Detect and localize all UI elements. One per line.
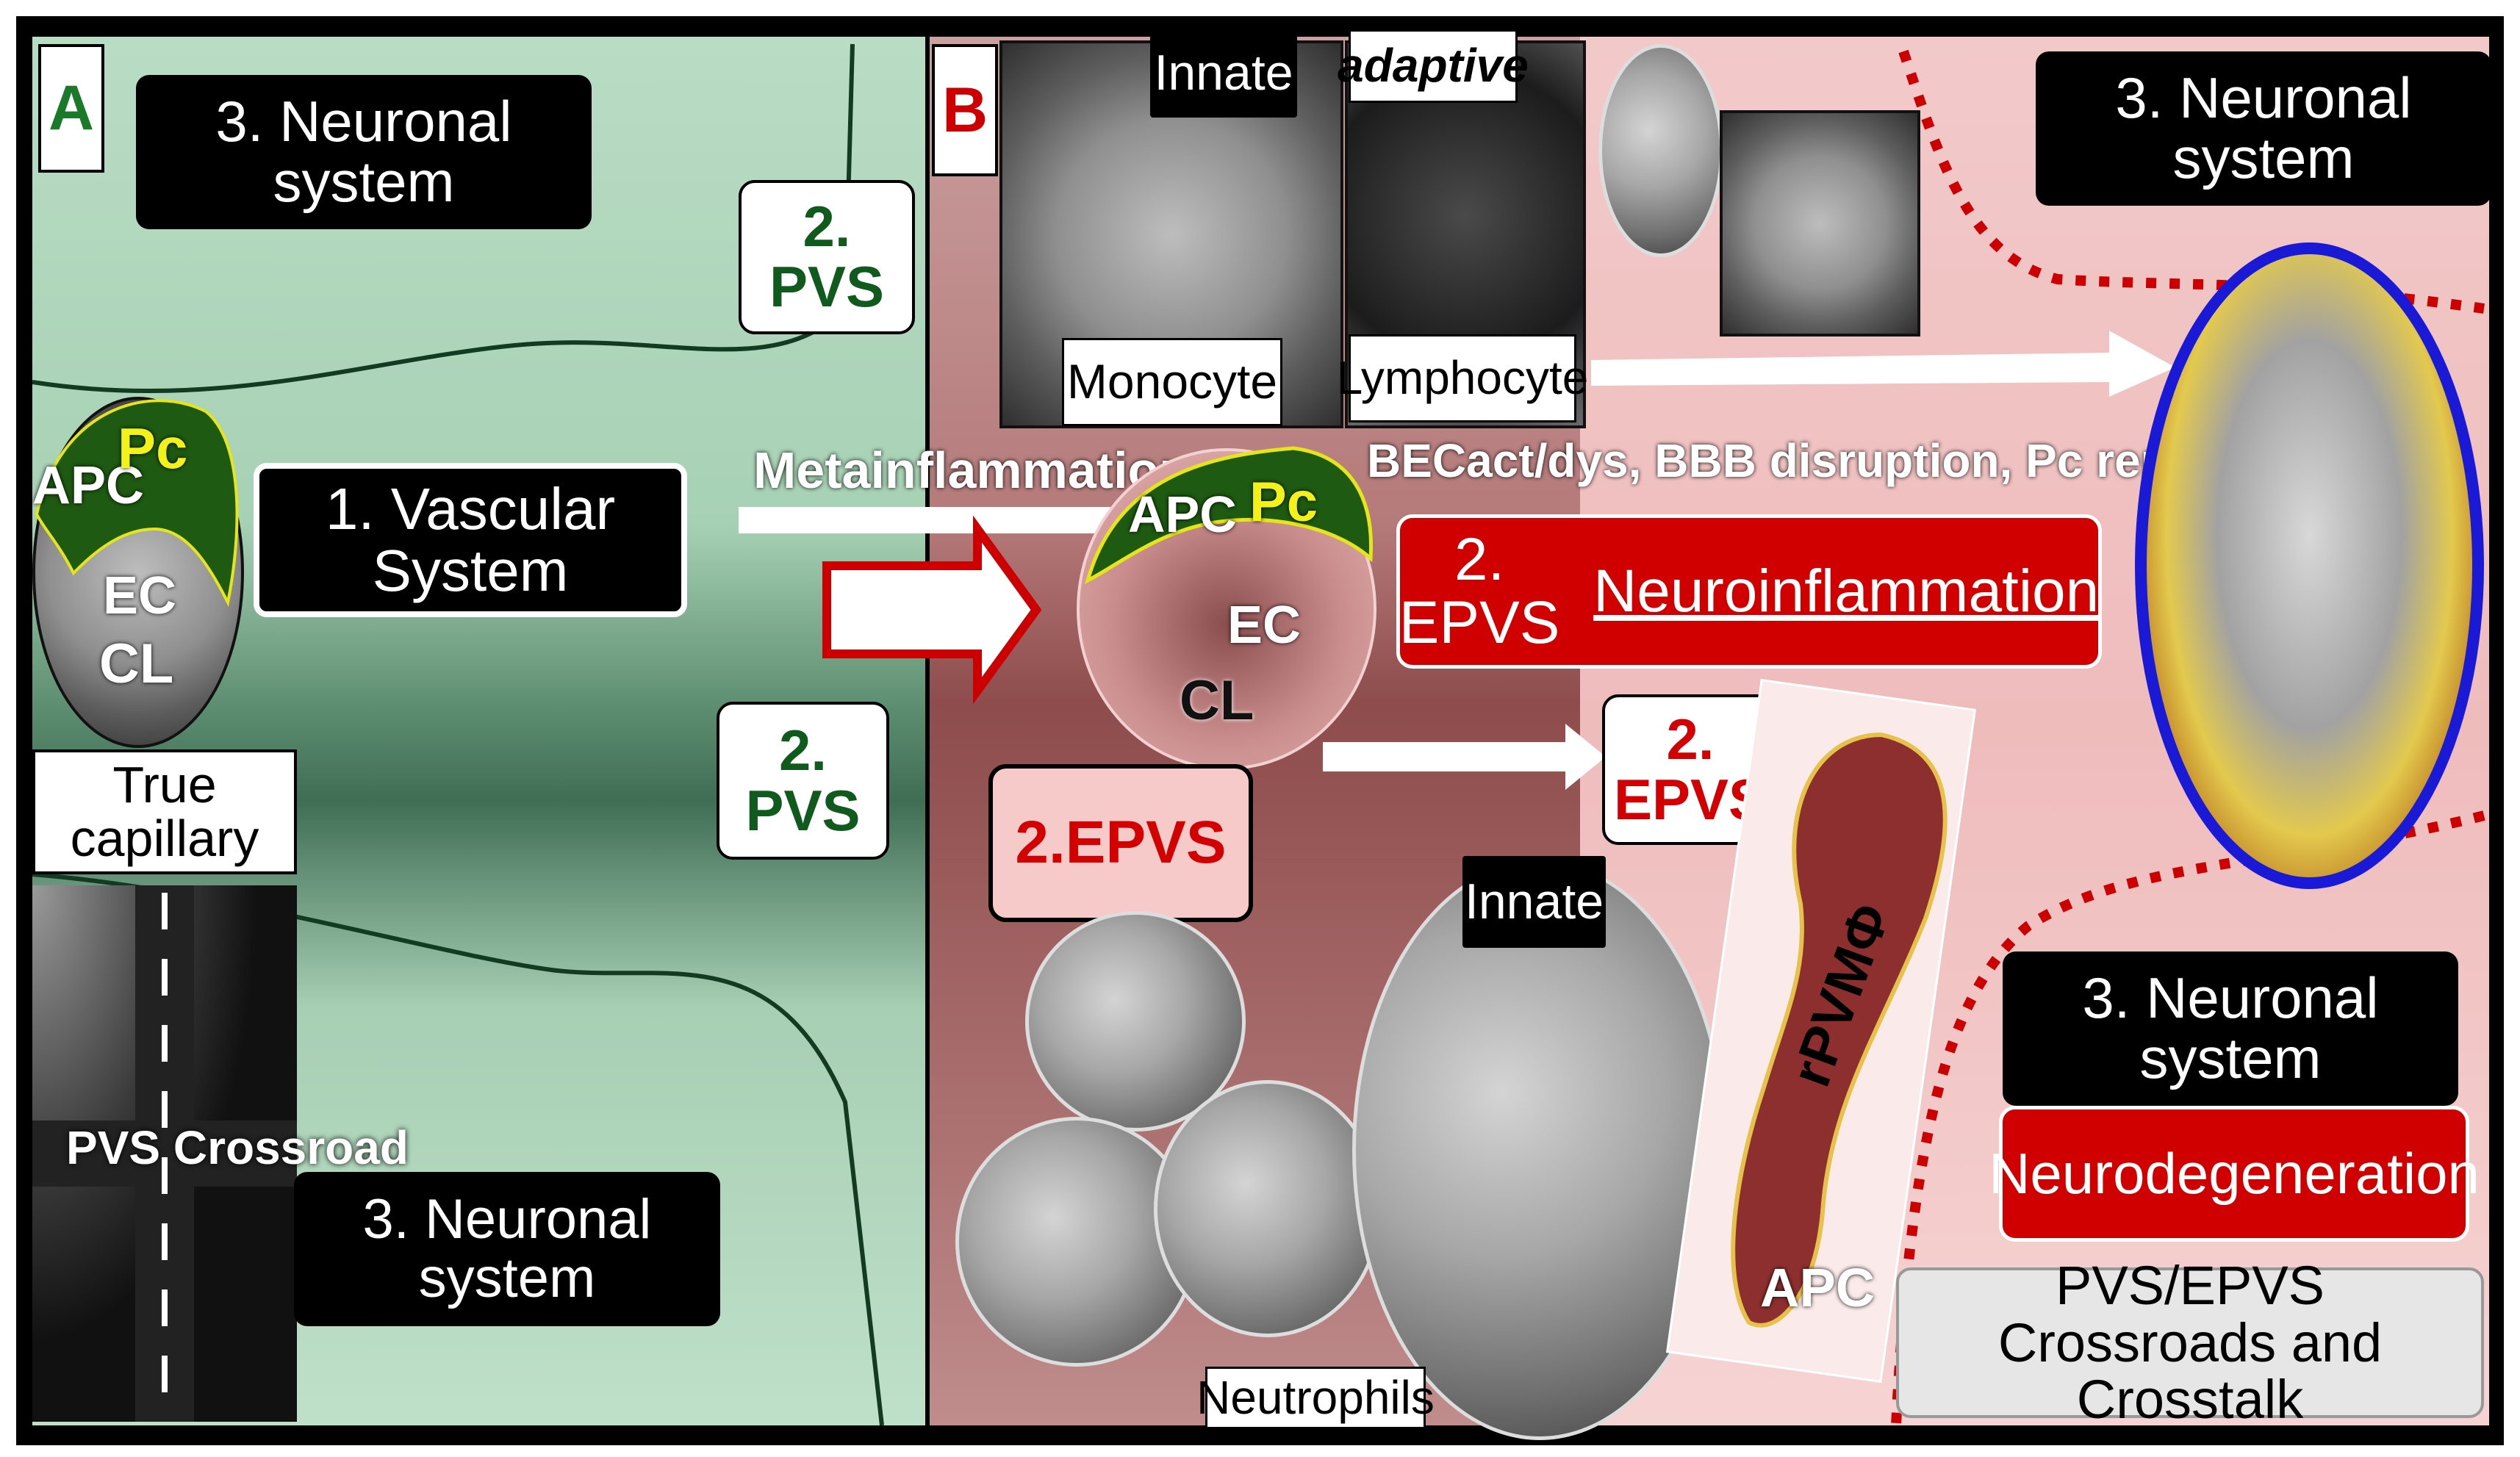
- panel-b-letter: B: [932, 44, 998, 176]
- panel-a-neuronal-system-top: 3. Neuronal system: [136, 75, 592, 229]
- adaptive-label: adaptive: [1338, 29, 1529, 103]
- capillary-a-pc-label: Pc: [118, 416, 188, 481]
- apc-bottom-label: APC: [1760, 1257, 1875, 1318]
- monocyte-label: Monocyte: [1062, 338, 1282, 426]
- capillary-a-apc-label: APC: [32, 456, 145, 515]
- panel-b-neuronal-system-bottom: 3. Neuronal system: [2003, 951, 2458, 1106]
- capillary-b-pc-label: Pc: [1249, 471, 1318, 533]
- neutrophils-label: Neutrophils: [1196, 1367, 1435, 1429]
- capillary-b-cl-label: CL: [1180, 669, 1254, 732]
- panel-a-pvs-top: 2. PVS: [739, 180, 915, 334]
- capillary-b-apc-label: APC: [1128, 486, 1237, 543]
- true-capillary-label: True capillary: [32, 749, 297, 874]
- neutrophil-1: [1025, 911, 1246, 1132]
- innate-bottom-label: Innate: [1462, 856, 1606, 948]
- lymphocyte-label: Lymphocyte: [1337, 334, 1588, 422]
- panel-a-letter: A: [38, 44, 104, 173]
- neutrophil-3: [1154, 1080, 1382, 1337]
- crossroads-crosstalk-label: PVS/EPVS Crossroads and Crosstalk: [1896, 1257, 2484, 1428]
- thumbnail-cell-2: [1720, 110, 1920, 337]
- neutrophil-large: [1352, 860, 1727, 1440]
- nvu-cross-section: [2135, 242, 2484, 889]
- panel-a-pvs-mid: 2. PVS: [717, 702, 889, 860]
- vascular-system-label: 1. Vascular System: [254, 463, 687, 617]
- capillary-b-ec-label: EC: [1227, 596, 1302, 655]
- pvs-crossroad-label: PVS Crossroad: [66, 1121, 409, 1174]
- pvs-crossroad-image: [32, 885, 297, 1422]
- epvs-neuroinflammation-label: 2. EPVS Neuroinflammation: [1396, 514, 2102, 669]
- innate-top-label: Innate: [1150, 29, 1297, 118]
- metainflammation-label: Metainflammation: [753, 442, 1191, 499]
- capillary-a-cl-label: CL: [99, 633, 174, 695]
- panel-a-neuronal-system-bottom: 3. Neuronal system: [294, 1172, 720, 1326]
- neurodegeneration-label: Neurodegeneration: [1989, 1106, 2480, 1242]
- capillary-a-ec-label: EC: [103, 566, 177, 625]
- panel-b-neuronal-system-top: 3. Neuronal system: [2036, 51, 2491, 206]
